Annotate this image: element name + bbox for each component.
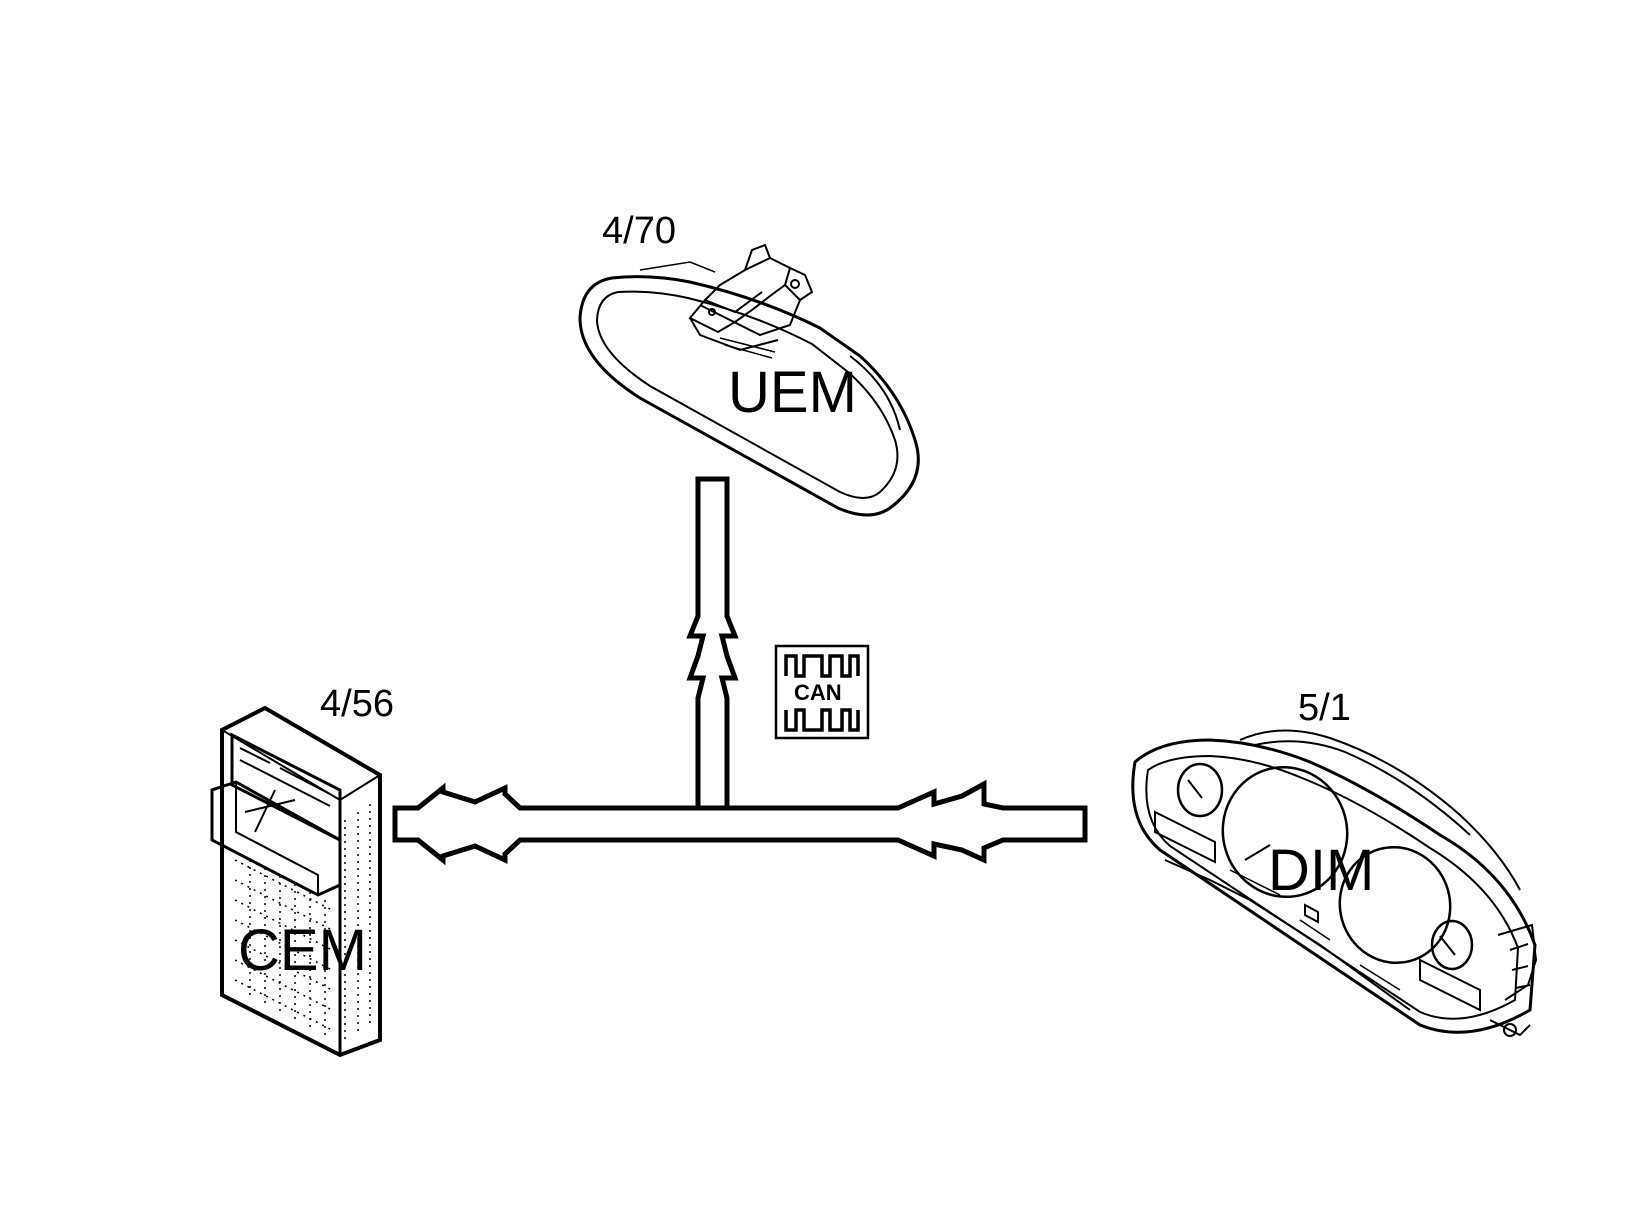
can-symbol-frame [774, 644, 870, 740]
instrument-cluster-icon [1131, 729, 1538, 1037]
dim-module: 5/1 DIM [1131, 687, 1538, 1037]
mirror-icon [578, 243, 920, 517]
can-high-waveform [784, 654, 860, 678]
can-low-waveform [784, 708, 860, 732]
can-symbol-label: CAN [794, 680, 842, 705]
cem-module: 4/56 CEM [210, 683, 394, 1058]
control-unit-icon [210, 705, 382, 1058]
dim-label: DIM [1268, 838, 1374, 903]
dim-ref-number: 5/1 [1298, 687, 1351, 729]
uem-module: 4/70 UEM [578, 210, 920, 517]
uem-label: UEM [728, 360, 857, 425]
cem-label: CEM [238, 918, 367, 983]
cem-ref-number: 4/56 [320, 683, 394, 725]
can-bus [392, 476, 1088, 866]
can-symbol: CAN [774, 644, 870, 740]
uem-ref-number: 4/70 [602, 210, 676, 252]
can-bus-outline [392, 476, 1088, 866]
